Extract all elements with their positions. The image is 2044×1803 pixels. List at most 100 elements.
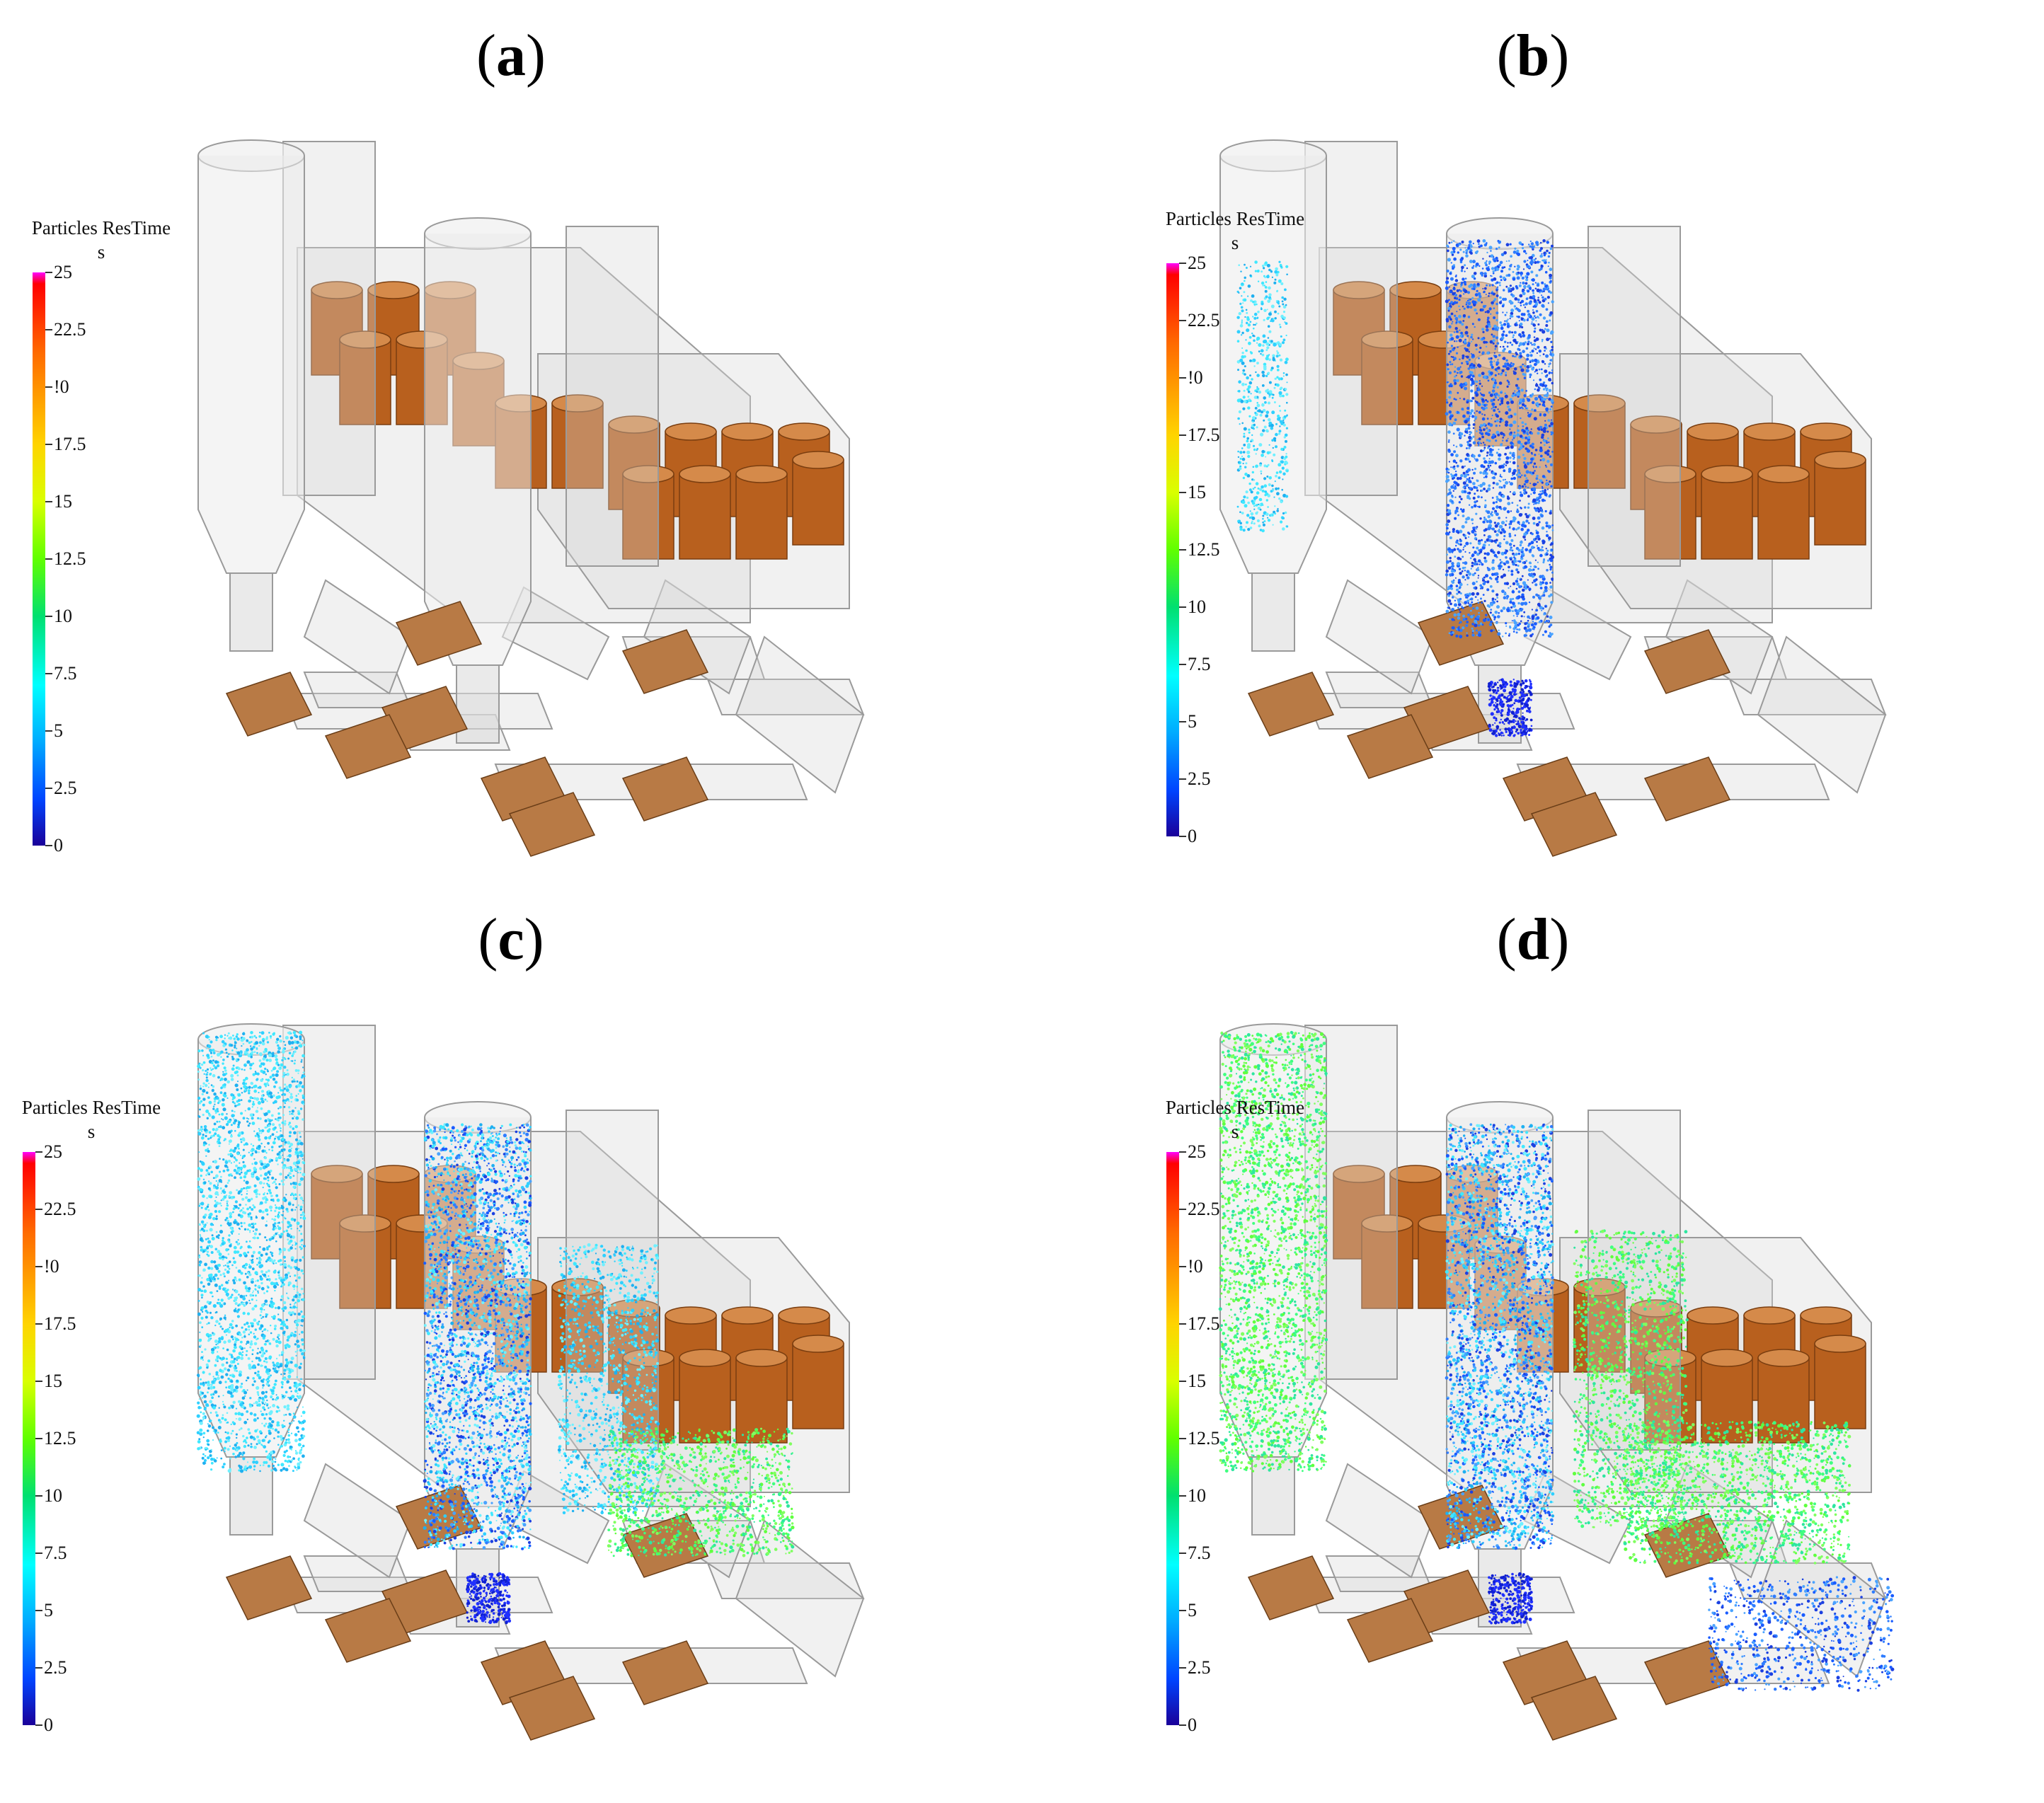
particle [234,1456,237,1458]
particle [1505,517,1507,519]
particle [256,1257,258,1259]
particle [1530,694,1532,696]
particle [228,1037,230,1039]
particle [1501,521,1505,524]
particle [1525,685,1528,688]
particle [1538,510,1540,512]
particle [1483,428,1486,431]
particle [1545,347,1547,350]
particle [1533,343,1536,346]
particle [265,1209,268,1212]
particle [283,1454,286,1457]
particle [1544,350,1546,352]
particle [1463,398,1465,400]
particle [1507,323,1510,326]
particle [294,1289,295,1290]
particle [1492,696,1495,700]
particle [254,1372,256,1374]
particle [1537,545,1538,546]
particle [1536,477,1539,480]
particle [1544,489,1546,492]
particle [268,1465,270,1468]
particle [1528,686,1529,687]
particle [1465,356,1466,357]
particle [1485,618,1486,619]
particle [1534,359,1537,362]
particle [1510,520,1512,523]
particle [1446,554,1448,556]
particle [226,1166,229,1168]
particle [1471,297,1474,299]
panel-label: (a) [0,21,1022,90]
particle [1447,250,1449,253]
particle [1484,287,1487,290]
particle [1461,606,1462,607]
particle [297,1376,298,1378]
particle [246,1436,248,1439]
particle [1471,530,1475,534]
particle [1490,585,1493,588]
particle [1507,446,1510,449]
particle [1529,548,1532,551]
particle [247,1376,250,1379]
particle [297,1142,299,1145]
particle [247,1419,248,1420]
particle [252,1349,254,1352]
particle [1491,472,1492,473]
particle [1517,430,1520,432]
particle [1532,582,1533,583]
particle [1540,265,1543,267]
particle [1547,488,1549,490]
particle [1534,388,1537,391]
particle [1481,398,1484,401]
particle [249,1231,251,1233]
particle [1447,449,1450,451]
particle [1445,573,1448,576]
particle [1469,542,1471,544]
particle [259,1246,261,1248]
particle [1520,560,1521,562]
particle [1546,284,1549,287]
particle [1513,630,1515,633]
particle [1522,485,1525,488]
particle [1542,403,1546,407]
particle [1546,308,1549,311]
particle [1450,277,1454,281]
particle [236,1223,240,1226]
particle [1467,474,1469,476]
particle [1479,437,1481,440]
particle [1478,243,1480,245]
particle [1480,393,1481,394]
particle [241,1045,242,1047]
particle [1535,369,1538,371]
particle [1544,398,1546,401]
particle [1549,359,1551,362]
particle [255,1228,258,1231]
particle [292,1204,294,1206]
particle [300,1209,303,1211]
particle [1528,522,1530,524]
particle [1484,414,1486,415]
particle [249,1067,251,1069]
particle [1544,363,1546,364]
particle [1472,573,1475,576]
particle [1454,497,1456,498]
particle [240,1167,243,1170]
particle [1524,394,1527,397]
particle [260,1307,263,1311]
particle [1503,323,1506,326]
particle [1505,465,1507,466]
particle [1455,317,1459,321]
particle [1546,241,1549,243]
particle [209,1073,212,1076]
particle [1535,449,1538,451]
particle [1503,530,1506,534]
particle [1478,292,1481,296]
particle [1494,554,1498,558]
particle [297,1081,299,1083]
vessel-neck [230,573,272,651]
particle [1537,535,1540,538]
particle [1496,319,1498,321]
particle [1534,417,1537,420]
particle [1515,627,1517,628]
